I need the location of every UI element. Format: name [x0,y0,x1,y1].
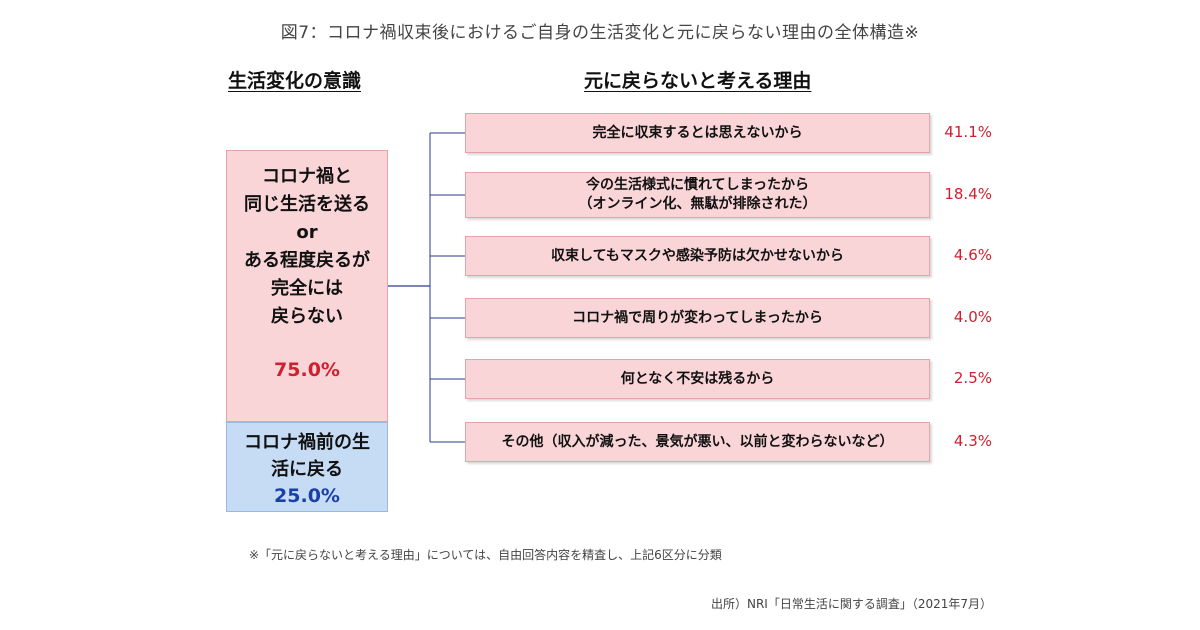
reason-box: コロナ禍で周りが変わってしまったから [465,298,930,338]
blue-category-percent: 25.0% [274,485,340,507]
reason-percent: 41.1% [944,123,992,141]
reason-box: 完全に収束するとは思えないから [465,113,930,153]
reason-label: 何となく不安は残るから [620,370,775,387]
pink-line: ある程度戻るが [244,250,370,271]
reason-box: 今の生活様式に慣れてしまったから （オンライン化、無駄が排除された） [465,172,930,218]
source-citation: 出所）NRI「日常生活に関する調査」（2021年7月） [710,597,992,611]
reason-label: 今の生活様式に慣れてしまったから [585,177,810,193]
reason-box: 何となく不安は残るから [465,359,930,399]
pink-line: 同じ生活を送る [244,194,370,215]
reason-percent: 2.5% [953,369,992,387]
right-heading: 元に戻らないと考える理由 [584,70,812,92]
chart-title: 図7：コロナ禍収束後におけるご自身の生活変化と元に戻らない理由の全体構造※ [280,23,920,43]
reason-percent: 4.6% [953,246,992,264]
left-heading: 生活変化の意識 [228,70,362,92]
footnote: ※「元に戻らないと考える理由」については、自由回答内容を精査し、上記6区分に分類 [249,548,722,562]
reason-label: コロナ禍で周りが変わってしまったから [572,309,823,326]
pink-line: or [296,222,318,243]
reason-box: その他（収入が減った、景気が悪い、以前と変わらないなど） [465,422,930,462]
pink-line: 完全には [271,278,343,299]
pink-line: コロナ禍と [262,166,352,187]
blue-line: コロナ禍前の生 [244,432,370,453]
pink-line: 戻らない [271,306,343,327]
blue-category-box: コロナ禍前の生 活に戻る 25.0% [226,422,388,512]
pink-category-label: コロナ禍と 同じ生活を送る or ある程度戻るが 完全には 戻らない [227,163,387,331]
blue-category-label: コロナ禍前の生 活に戻る [227,429,387,483]
pink-category-percent: 75.0% [274,359,340,381]
pink-category-box: コロナ禍と 同じ生活を送る or ある程度戻るが 完全には 戻らない 75.0% [226,150,388,422]
reason-label: 収束してもマスクや感染予防は欠かせないから [551,247,844,264]
reason-box: 収束してもマスクや感染予防は欠かせないから [465,236,930,276]
reason-percent: 4.3% [953,432,992,450]
reason-label: 完全に収束するとは思えないから [592,124,803,141]
blue-line: 活に戻る [271,459,343,480]
reason-percent: 4.0% [953,308,992,326]
reason-percent: 18.4% [944,185,992,203]
reason-label: （オンライン化、無駄が排除された） [578,196,817,212]
reason-label: その他（収入が減った、景気が悪い、以前と変わらないなど） [501,433,894,450]
